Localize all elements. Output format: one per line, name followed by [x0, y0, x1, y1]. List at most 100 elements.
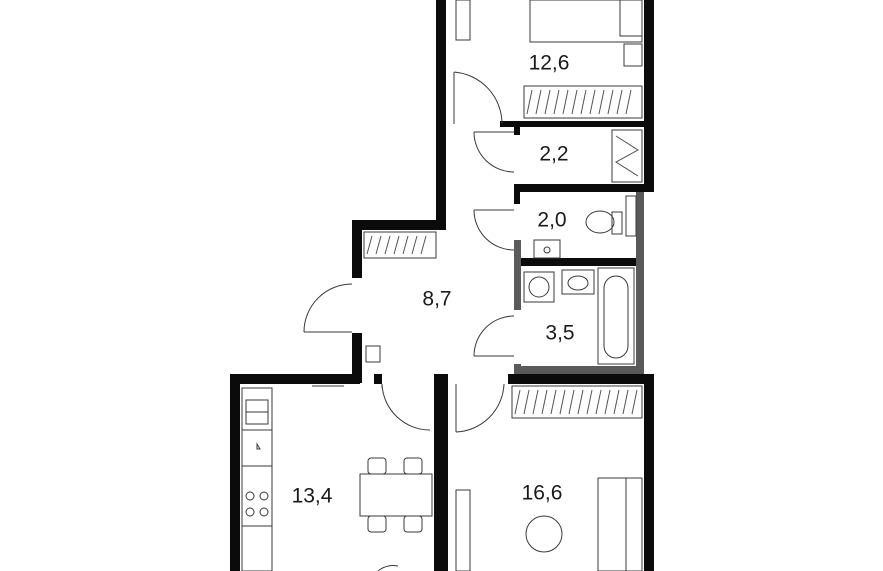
stove-burner-icon [245, 507, 255, 517]
room-labels: 12,6 2,2 2,0 8,7 3,5 13,4 16,6 [292, 52, 575, 508]
sofa-back [625, 477, 643, 571]
hatch-line [586, 389, 593, 415]
hatch-line [631, 389, 638, 415]
doors [303, 71, 515, 571]
hatch-line [580, 89, 587, 115]
hatch-line [526, 89, 533, 115]
chair [403, 515, 423, 533]
dining-table [359, 473, 433, 517]
windows [312, 0, 471, 571]
bed-pillow [619, 0, 643, 37]
bathroom-fixtures [523, 267, 635, 365]
wall-bath-right [636, 192, 644, 374]
room-area-hall: 8,7 [422, 288, 451, 311]
wall-wet-left-upper [514, 121, 520, 135]
room-area-toilet: 2,0 [537, 209, 566, 232]
hatch-line [607, 89, 614, 115]
living-furniture [525, 477, 643, 571]
room-area-bedroom: 12,6 [529, 52, 570, 75]
hatch-line [535, 89, 542, 115]
wall-upper-right [644, 0, 654, 190]
stove-burner-icon [259, 491, 269, 501]
wardrobe-hatching [366, 89, 639, 415]
hatch-line [523, 389, 530, 415]
hatch-line [562, 89, 569, 115]
hatch-line [514, 389, 521, 415]
kitchen-furniture [241, 387, 433, 571]
hatch-line [571, 89, 578, 115]
wall-bedroom-bottom [500, 121, 654, 127]
stove-burner-icon [245, 491, 255, 501]
bath-sink-bowl-icon [567, 275, 589, 291]
room-area-bathroom: 3,5 [545, 322, 574, 345]
chair [367, 457, 387, 475]
hatch-line [595, 389, 602, 415]
hatch-line [568, 389, 575, 415]
door-kitchen [381, 383, 431, 431]
hatch-line [411, 235, 418, 255]
wardrobes [363, 85, 643, 419]
wall-storage-bottom [514, 184, 654, 192]
hatch-line [544, 89, 551, 115]
room-area-kitchen: 13,4 [292, 485, 333, 508]
kitchen-counter [241, 387, 273, 571]
toilet-bowl-icon [585, 210, 615, 234]
stove-burner-icon [259, 507, 269, 517]
door-bedroom [453, 71, 503, 125]
hatch-line [532, 389, 539, 415]
hall-panel [365, 345, 381, 363]
wall-toilet-left [514, 240, 521, 262]
bedroom-furniture [529, 0, 643, 67]
hatch-line [550, 389, 557, 415]
wall-bath-left-top [514, 262, 521, 310]
hatch-line [384, 235, 391, 255]
toilet-fixtures [533, 195, 637, 259]
hatch-line [613, 389, 620, 415]
bathtub [597, 267, 635, 365]
room-area-storage: 2,2 [539, 143, 568, 166]
chair [403, 457, 423, 475]
wardrobe-living [511, 385, 643, 419]
hatch-line [577, 389, 584, 415]
wall-kitchen-top [230, 374, 360, 384]
wall-bath-bottom [514, 366, 644, 374]
door-toilet [473, 209, 515, 251]
hatch-line [366, 235, 373, 255]
hatch-line [589, 89, 596, 115]
door-bathroom [473, 315, 515, 357]
hatch-line [559, 389, 566, 415]
washing-machine-drum-icon [528, 276, 550, 298]
wardrobe-bedroom [523, 85, 643, 119]
room-area-living-room: 16,6 [522, 482, 563, 505]
toilet-tank [611, 211, 623, 235]
hatch-line [616, 89, 623, 115]
wall-kitchen-top-right [374, 374, 382, 384]
wardrobe-hall [363, 231, 437, 259]
walls [230, 0, 654, 571]
hatch-line [553, 89, 560, 115]
washing-machine [523, 271, 555, 303]
wall-wet-left-mid [514, 184, 520, 204]
hatch-line [622, 389, 629, 415]
sofa [597, 477, 643, 571]
hatch-line [604, 389, 611, 415]
window-bedroom-left [455, 0, 471, 41]
wall-kitchen-living [434, 374, 448, 571]
door-storage [473, 131, 515, 173]
door-living [455, 383, 505, 433]
hatch-line [393, 235, 400, 255]
bath-sink [561, 269, 595, 295]
window-living [455, 489, 471, 571]
wall-living-top [508, 374, 654, 384]
chair [367, 515, 387, 533]
bedside-table [623, 43, 643, 67]
hatch-line [375, 235, 382, 255]
toilet-riser [625, 195, 637, 237]
door-kitchen-lower [377, 565, 399, 571]
coffee-table [525, 515, 563, 553]
bathtub-inner [603, 275, 629, 359]
hatch-line [541, 389, 548, 415]
hatch-line [402, 235, 409, 255]
door-entrance [303, 283, 353, 333]
